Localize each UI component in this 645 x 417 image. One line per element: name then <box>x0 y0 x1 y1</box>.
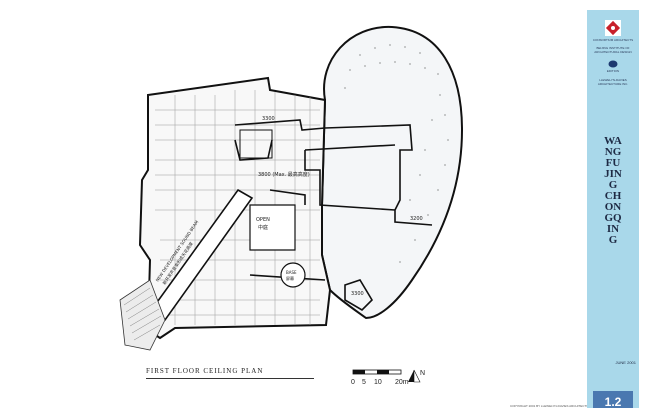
north-arrow-icon: N <box>408 369 425 383</box>
copyright-note: COPYRIGHT 2001 BY LLEWELYN-DAVIES ARCHIT… <box>510 404 601 408</box>
firm-2: EDITION <box>606 69 620 73</box>
ceiling-height-3300-bottom: 3300 <box>351 291 364 297</box>
firm-3: LLEWELYN-DAVIES ARCHITECTURE INC. <box>597 78 629 86</box>
plan-title-underline <box>146 378 314 379</box>
issue-date: JUNE 2001 <box>615 360 636 365</box>
curved-atrium-outline <box>321 25 464 320</box>
title-block: CONSORTIUM ARCHITECTS BEIJING INSTITUTE … <box>587 10 639 408</box>
round-stage <box>280 262 306 288</box>
project-name: WANGFUJING CHONGQING <box>604 135 622 246</box>
entrance-wedge <box>119 279 166 351</box>
scale-tick-20: 20m <box>395 379 409 386</box>
scale-tick-0: 0 <box>351 379 355 386</box>
open-cn-label: 中庭 <box>258 224 268 231</box>
logo-text: CONSORTIUM ARCHITECTS <box>592 38 634 42</box>
atrium-dot-pattern <box>344 44 449 263</box>
ceiling-height-3200-right: 3200 <box>410 216 423 222</box>
scale-tick-5: 5 <box>362 379 366 386</box>
firm-logo-icon <box>605 20 621 36</box>
firm-2-emblem-icon <box>608 60 618 68</box>
entrance-steps <box>123 287 162 341</box>
round-note-1: BASE <box>286 270 297 275</box>
open-label: OPEN <box>256 217 270 223</box>
scale-tick-10: 10 <box>374 379 382 386</box>
atrium-opening <box>249 204 296 251</box>
round-note-2: 屏幕 <box>286 275 294 281</box>
floor-plan-drawing: 3300 3800 (Max. 最高高度) 3200 OPEN 中庭 3300 … <box>119 25 464 386</box>
ceiling-height-3800-mid: 3800 (Max. 最高高度) <box>258 171 310 178</box>
firm-1: BEIJING INSTITUTE OF ARCHITECTURAL DESIG… <box>594 46 632 54</box>
plan-title: FIRST FLOOR CEILING PLAN <box>146 367 264 375</box>
scale-bar: 0 5 10 20m <box>351 369 409 386</box>
north-label: N <box>420 370 425 377</box>
light-well <box>239 129 273 159</box>
sheet-number: 1.2 <box>593 391 633 408</box>
ceiling-height-3300-top: 3300 <box>262 116 275 122</box>
